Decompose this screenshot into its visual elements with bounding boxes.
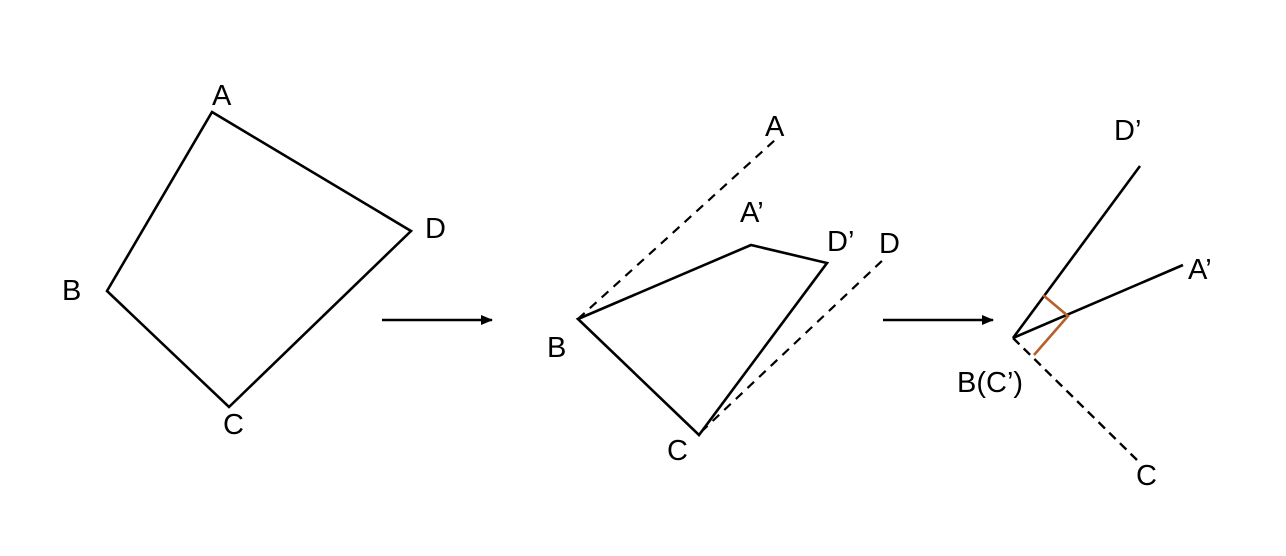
vertex-label-a: A [765,111,785,143]
vertex-label-a-prime: A’ [1188,254,1212,286]
vertex-label-a: A [212,80,232,112]
segment-b-d-prime [1011,165,1142,339]
vertex-label-c: C [1136,460,1157,492]
vertex-label-b-c-prime: B(C’) [957,367,1024,399]
segment-b-a-prime [1012,263,1184,340]
vertex-label-d: D [879,228,900,260]
dashed-segment-ba [577,139,776,320]
vertex-label-d-prime: D’ [1114,115,1142,147]
dashed-segment-cd [700,257,886,433]
vertex-label-a-prime: A’ [740,197,764,229]
vertex-label-c: C [223,409,244,441]
vertex-label-d-prime: D’ [827,226,855,258]
figure-final [1011,165,1184,461]
figure-folded [575,139,886,437]
quadrilateral-abcd [105,110,414,409]
right-angle-marker [1033,294,1070,356]
vertex-label-b: B [547,332,567,364]
quadrilateral-ba-prime-d-prime-c [575,243,830,437]
vertex-label-c: C [667,435,688,467]
vertex-label-b: B [62,275,82,307]
figure-original-quadrilateral [105,110,414,409]
vertex-label-d: D [425,213,446,245]
dashed-segment-b-c [1012,337,1138,461]
